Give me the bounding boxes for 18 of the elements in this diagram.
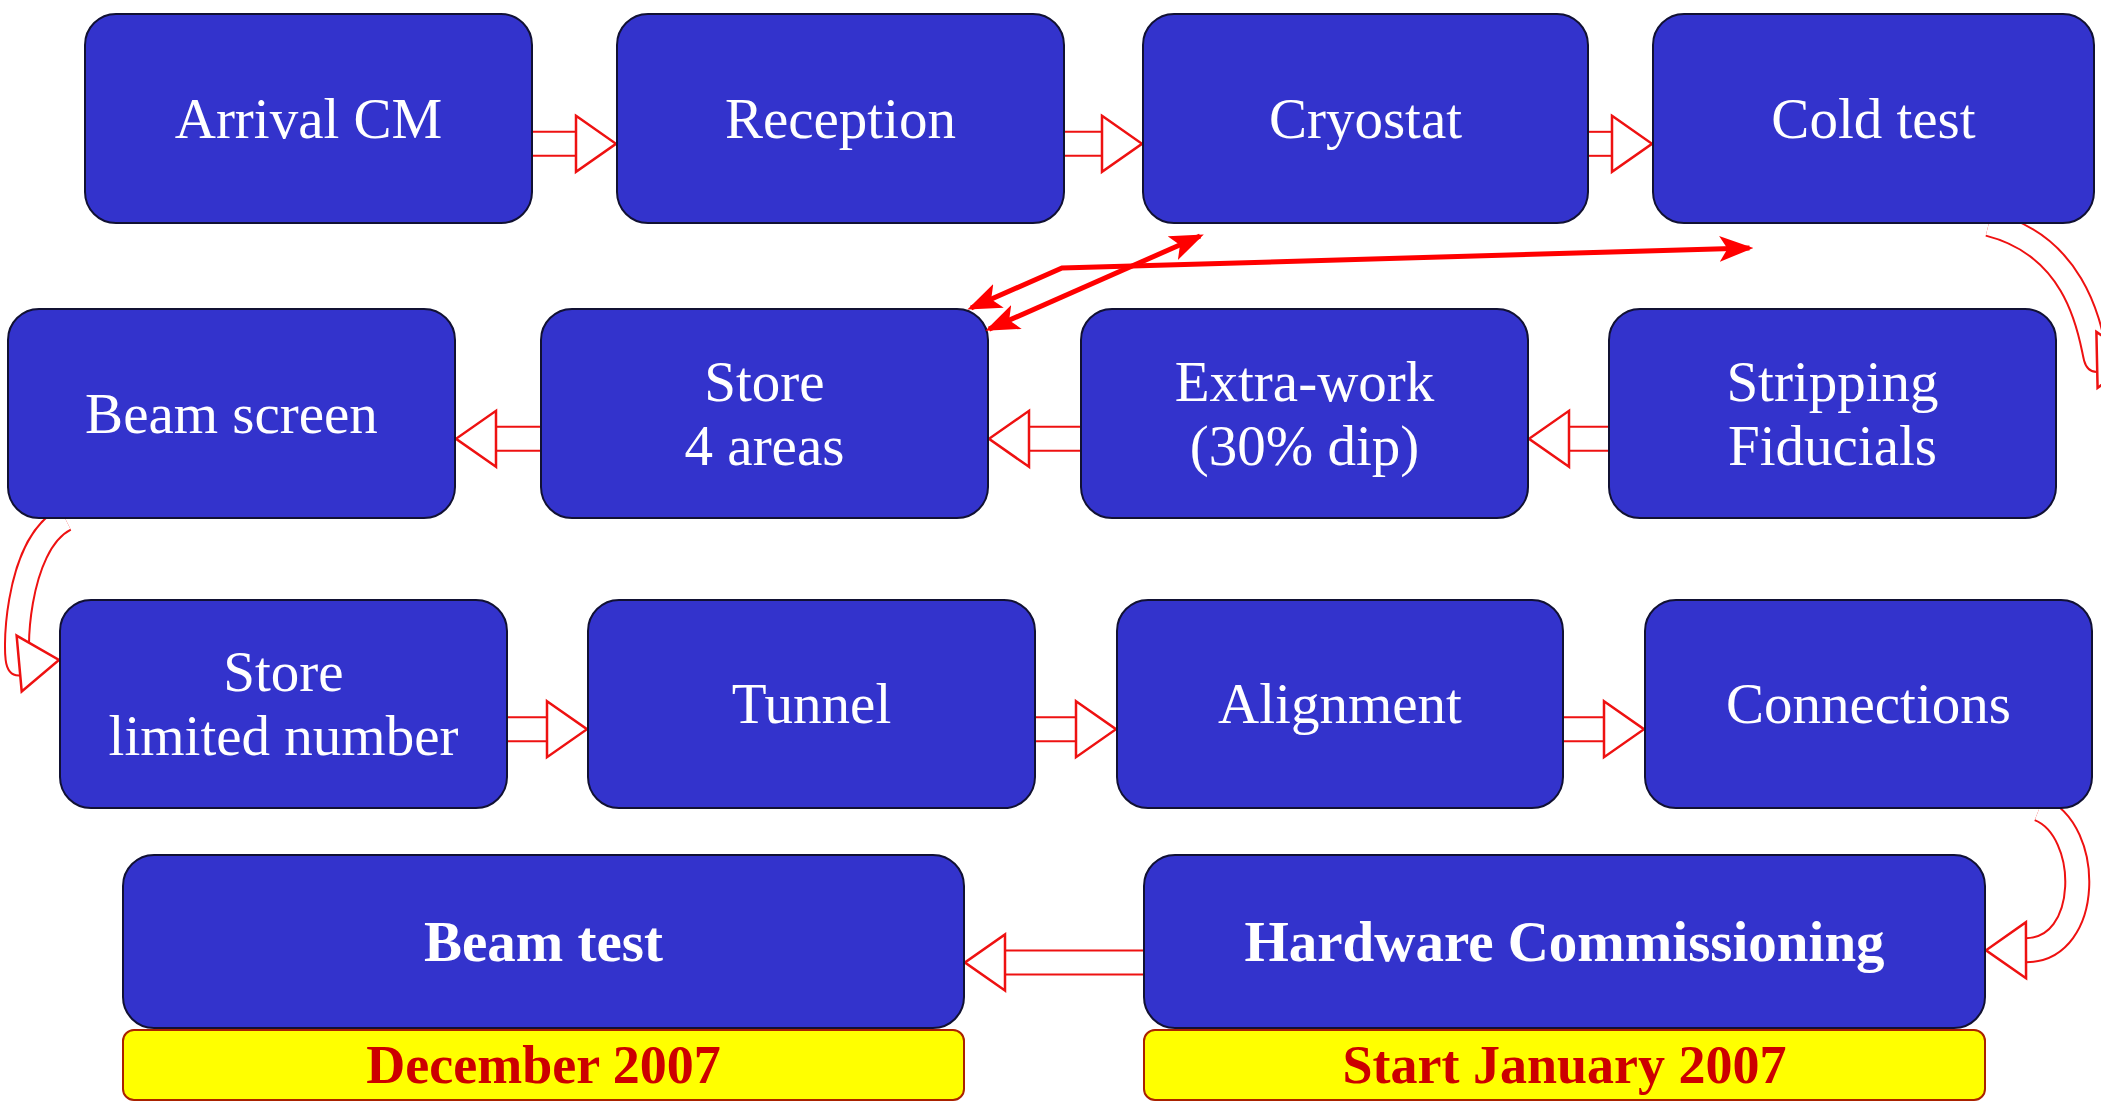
process-box: Store limited number (59, 599, 508, 809)
double-arrow (985, 233, 1204, 332)
process-box: Reception (616, 13, 1065, 224)
process-box: Stripping Fiducials (1608, 308, 2057, 519)
process-box: Connections (1644, 599, 2093, 809)
process-box: Beam test (122, 854, 965, 1029)
date-banner: December 2007 (122, 1029, 965, 1101)
process-box: Alignment (1116, 599, 1564, 809)
process-box: Cryostat (1142, 13, 1589, 224)
process-box: Store 4 areas (540, 308, 989, 519)
process-box: Cold test (1652, 13, 2095, 224)
date-banner: Start January 2007 (1143, 1029, 1986, 1101)
process-box: Arrival CM (84, 13, 533, 224)
double-arrow (967, 235, 1754, 311)
process-box: Extra-work (30% dip) (1080, 308, 1529, 519)
process-box: Hardware Commissioning (1143, 854, 1986, 1029)
process-box: Beam screen (7, 308, 456, 519)
process-box: Tunnel (587, 599, 1036, 809)
